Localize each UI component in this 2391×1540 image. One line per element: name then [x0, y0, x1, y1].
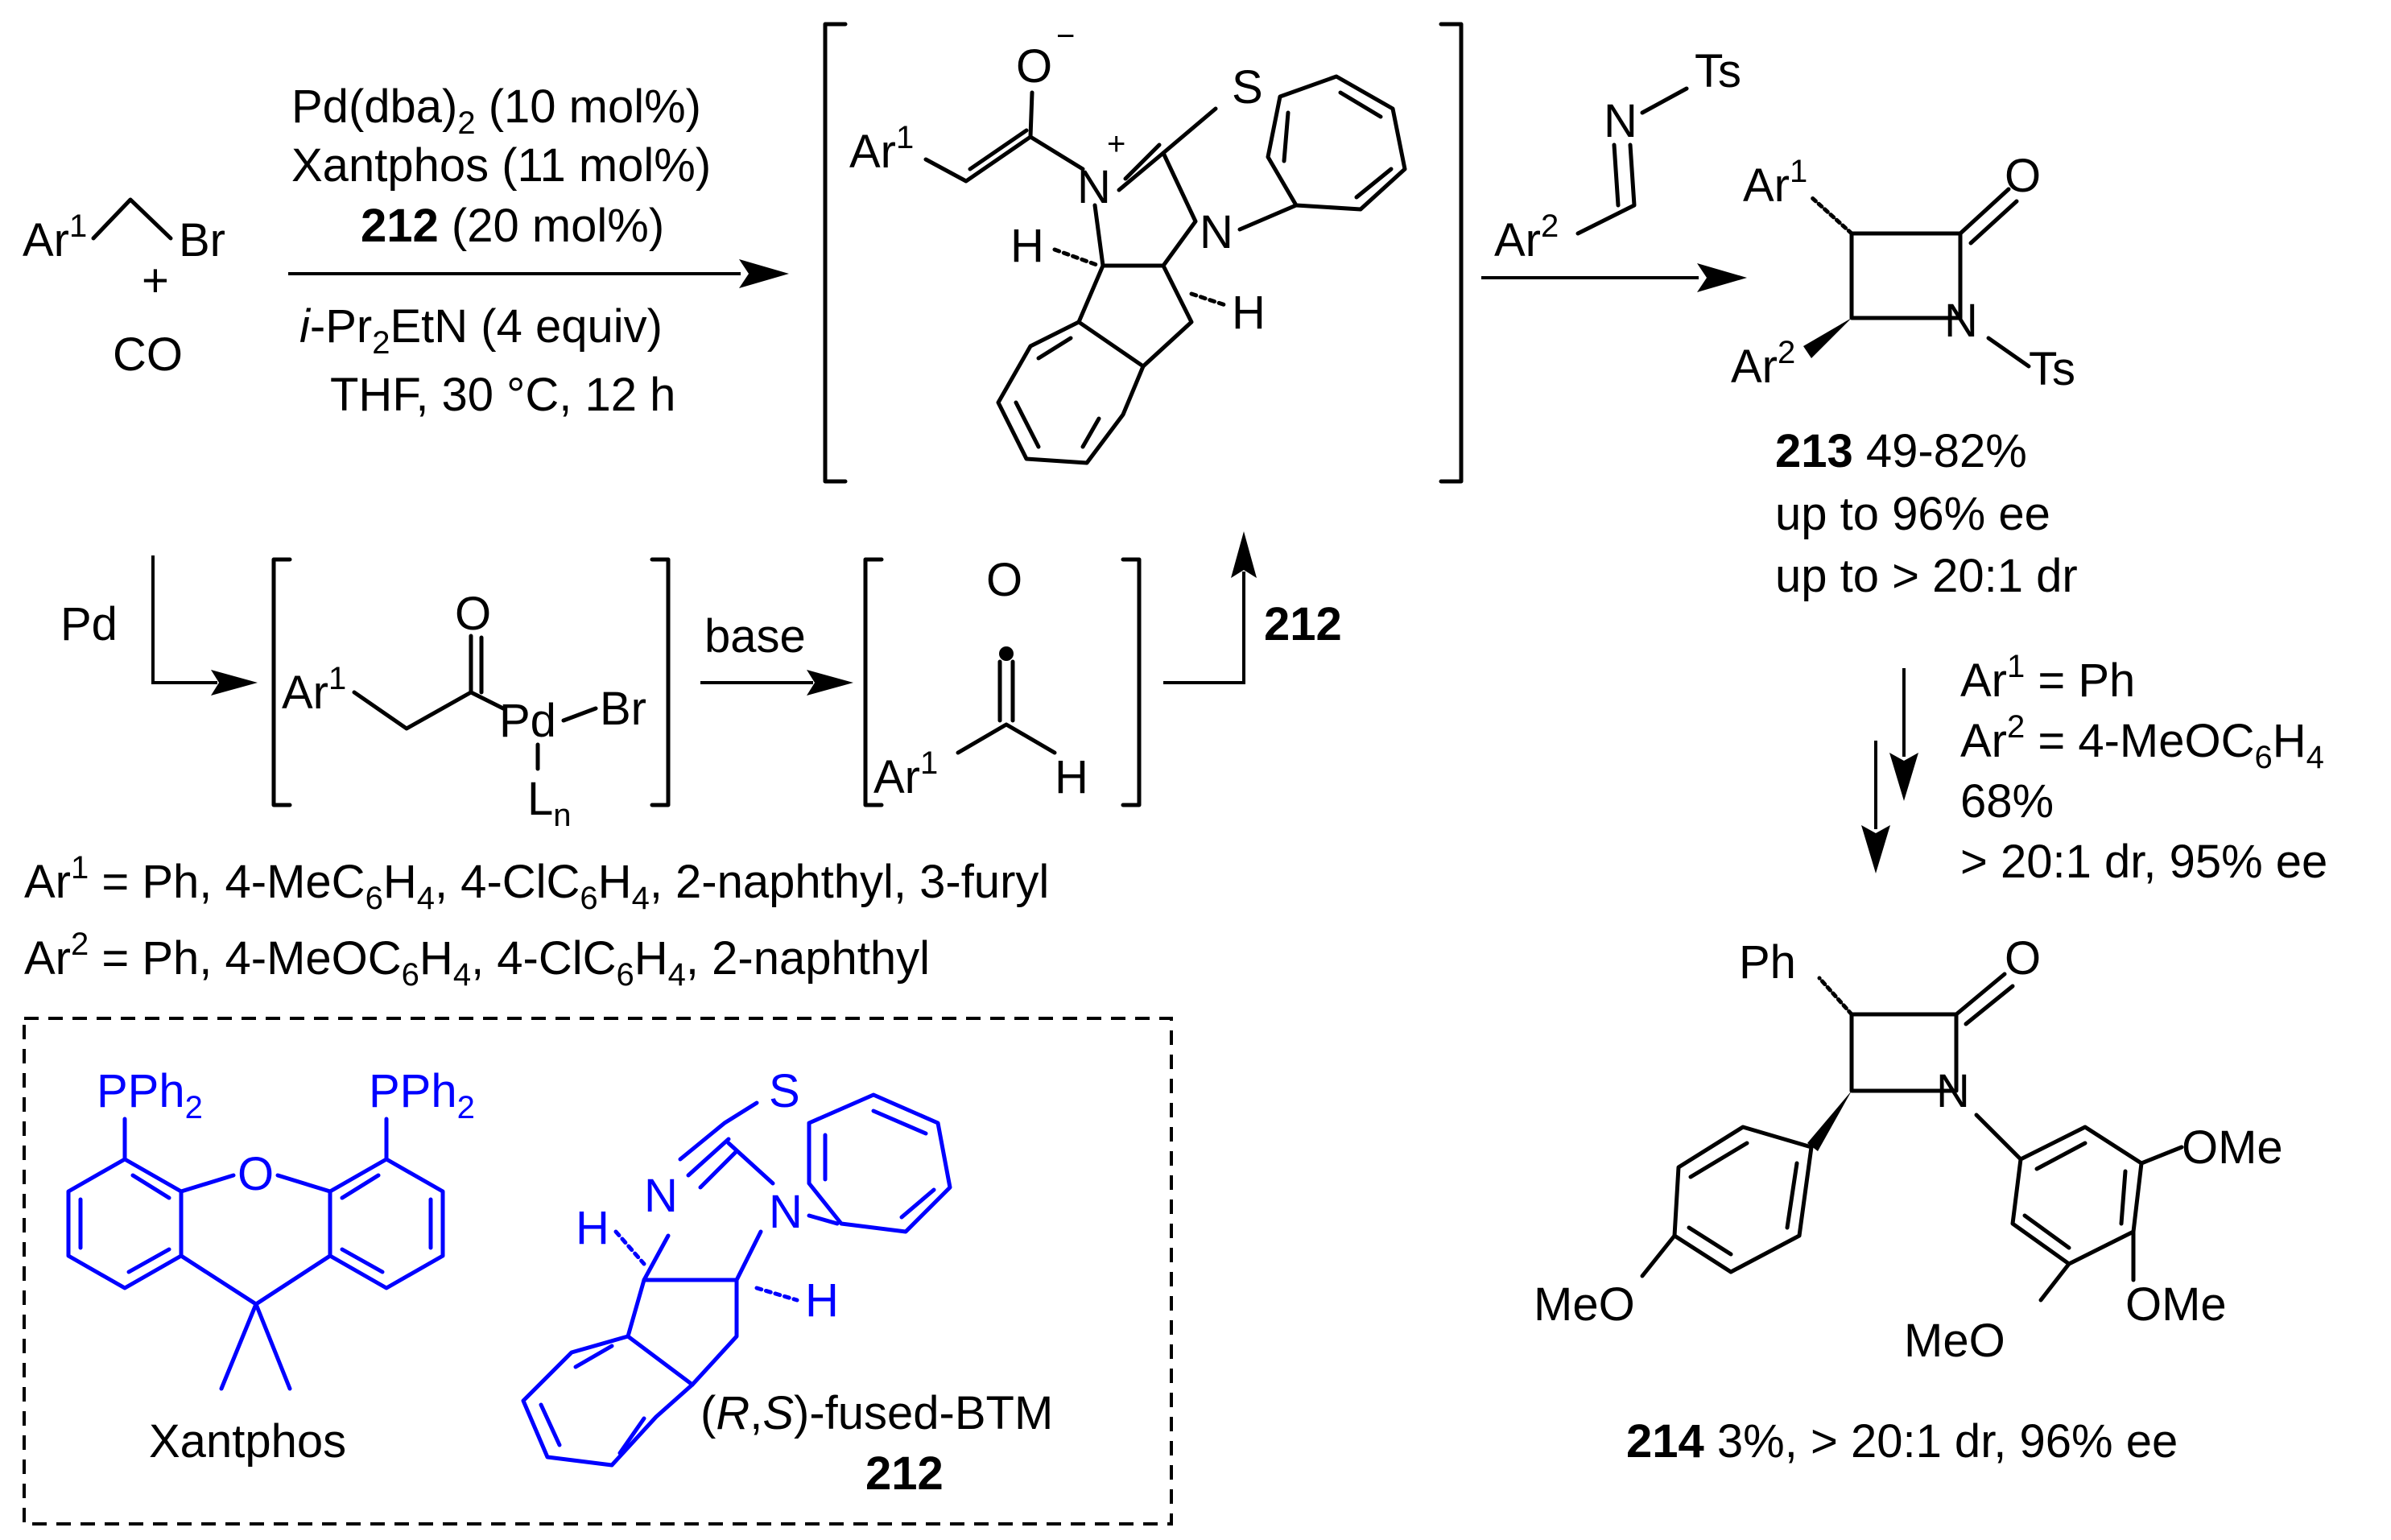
svg-text:−: −	[1056, 19, 1075, 54]
svg-text:Ar2: Ar2	[1494, 208, 1559, 266]
svg-text:Pd: Pd	[60, 598, 118, 650]
svg-text:S: S	[1232, 61, 1263, 114]
svg-text:Ts: Ts	[1695, 45, 1741, 97]
svg-text:+: +	[1107, 126, 1125, 162]
svg-text:Ar1 = Ph: Ar1 = Ph	[1960, 649, 2135, 707]
conditions-block: Pd(dba)2 (10 mol%) Xantphos (11 mol%) 21…	[291, 81, 711, 421]
svg-text:i-Pr2EtN (4 equiv): i-Pr2EtN (4 equiv)	[299, 300, 663, 361]
svg-text:O: O	[2005, 150, 2041, 202]
svg-text:N: N	[1604, 95, 1637, 147]
enolate-intermediate: Ar1 O − N + S N H H	[823, 19, 1464, 484]
svg-text:OMe: OMe	[2182, 1121, 2283, 1174]
main-arrow	[288, 259, 789, 288]
svg-text:H: H	[805, 1274, 839, 1327]
substrate-scope: Ar1 = Ph, 4-MeC6H4, 4-ClC6H4, 2-naphthyl…	[24, 850, 1049, 993]
svg-text:Ar1: Ar1	[873, 745, 938, 803]
svg-text:212: 212	[1264, 598, 1342, 650]
svg-text:212: 212	[865, 1447, 944, 1500]
svg-text:Br: Br	[600, 683, 646, 735]
svg-text:H: H	[1232, 287, 1266, 339]
catalyst-legend: PPh2 PPh2 O Xantphos S N N	[23, 1017, 1173, 1526]
svg-text:PPh2: PPh2	[369, 1065, 475, 1125]
svg-text:O: O	[2005, 932, 2041, 985]
svg-text:O: O	[237, 1148, 274, 1200]
svg-text:Ar1: Ar1	[282, 661, 346, 719]
conversion-conditions: Ar1 = Ph Ar2 = 4-MeOC6H4 68% > 20:1 dr, …	[1960, 649, 2327, 888]
left-bracket	[823, 22, 848, 484]
svg-text:Ln: Ln	[527, 773, 572, 833]
svg-text:up to 96% ee: up to 96% ee	[1775, 488, 2050, 540]
bracket-acylpd-left	[271, 557, 292, 807]
svg-text:N: N	[1200, 206, 1233, 258]
svg-text:(R,S)-fused-BTM: (R,S)-fused-BTM	[700, 1387, 1053, 1439]
svg-text:S: S	[769, 1065, 800, 1117]
svg-text:Pd: Pd	[499, 695, 556, 747]
bracket-ketene-left	[863, 557, 884, 807]
svg-text:N: N	[1936, 1065, 1970, 1117]
svg-text:213 49-82%: 213 49-82%	[1775, 425, 2027, 477]
svg-text:Xantphos: Xantphos	[149, 1415, 346, 1468]
svg-text:214 3%, > 20:1 dr, 96% ee: 214 3%, > 20:1 dr, 96% ee	[1626, 1415, 2178, 1468]
svg-text:H: H	[1055, 751, 1088, 803]
svg-text:Ar1: Ar1	[849, 120, 914, 178]
reactant-benzyl-bromide: Ar1 Br + CO	[23, 197, 225, 381]
svg-text:+: +	[142, 254, 169, 307]
svg-text:Ar1 = Ph, 4-MeC6H4, 4-ClC6H4,: Ar1 = Ph, 4-MeC6H4, 4-ClC6H4, 2-naphthyl…	[24, 850, 1049, 916]
svg-text:Ar2 = Ph, 4-MeOC6H4, 4-ClC6H4,: Ar2 = Ph, 4-MeOC6H4, 4-ClC6H4, 2-naphthy…	[24, 927, 930, 993]
svg-text:Ph: Ph	[1739, 936, 1796, 989]
svg-text:Ar1: Ar1	[23, 208, 87, 266]
benzyl-bonds	[91, 197, 173, 241]
svg-text:O: O	[1016, 40, 1052, 93]
svg-text:O: O	[986, 554, 1022, 606]
svg-text:OMe: OMe	[2125, 1278, 2227, 1331]
imine-reagent: N Ts Ar2	[1494, 45, 1741, 266]
second-arrow	[1481, 263, 1747, 292]
svg-text:212 (20 mol%): 212 (20 mol%)	[361, 200, 664, 252]
svg-text:N: N	[644, 1170, 678, 1222]
svg-text:Ar2 = 4-MeOC6H4: Ar2 = 4-MeOC6H4	[1960, 709, 2324, 775]
right-bracket	[1439, 22, 1464, 484]
svg-text:Ar1: Ar1	[1743, 154, 1807, 212]
svg-text:68%: 68%	[1960, 775, 2054, 828]
svg-text:CO: CO	[113, 328, 183, 381]
svg-text:up to > 20:1 dr: up to > 20:1 dr	[1775, 550, 2078, 602]
svg-text:N: N	[769, 1186, 803, 1238]
svg-text:H: H	[1010, 220, 1044, 272]
svg-text:base: base	[704, 610, 806, 663]
svg-text:Ar2: Ar2	[1731, 335, 1795, 393]
product-213: Ar1 O N Ts Ar2 213 49-82% up to 96% ee u…	[1731, 150, 2078, 602]
svg-text:PPh2: PPh2	[97, 1065, 203, 1125]
svg-text:Br: Br	[179, 214, 225, 266]
conversion-arrows	[1861, 668, 1918, 873]
svg-text:O: O	[455, 588, 491, 640]
svg-text:Xantphos (11 mol%): Xantphos (11 mol%)	[291, 139, 711, 192]
svg-text:MeO: MeO	[1904, 1315, 2005, 1367]
svg-text:Pd(dba)2 (10 mol%): Pd(dba)2 (10 mol%)	[291, 81, 701, 141]
xantphos-structure: PPh2 PPh2 O Xantphos	[66, 1065, 475, 1468]
svg-text:THF, 30 °C, 12 h: THF, 30 °C, 12 h	[330, 369, 675, 421]
svg-text:N: N	[1944, 295, 1978, 347]
fused-btm-212-structure: S N N H H (R,S)-fused-BTM 212	[521, 1065, 1053, 1500]
svg-text:Ts: Ts	[2029, 343, 2075, 395]
svg-text:MeO: MeO	[1534, 1278, 1635, 1331]
mechanism-row: Pd Ar1 O Pd Br Ln base O Ar1 H 212	[60, 531, 1342, 833]
legend-dashed-box	[23, 1017, 1173, 1526]
product-214: Ph O N MeO OMe OMe MeO 214 3%, > 20:1 dr…	[1534, 932, 2283, 1468]
svg-text:> 20:1 dr, 95% ee: > 20:1 dr, 95% ee	[1960, 836, 2327, 888]
bracket-ketene-right	[1121, 557, 1142, 807]
svg-text:H: H	[576, 1202, 609, 1254]
bracket-acylpd-right	[650, 557, 671, 807]
